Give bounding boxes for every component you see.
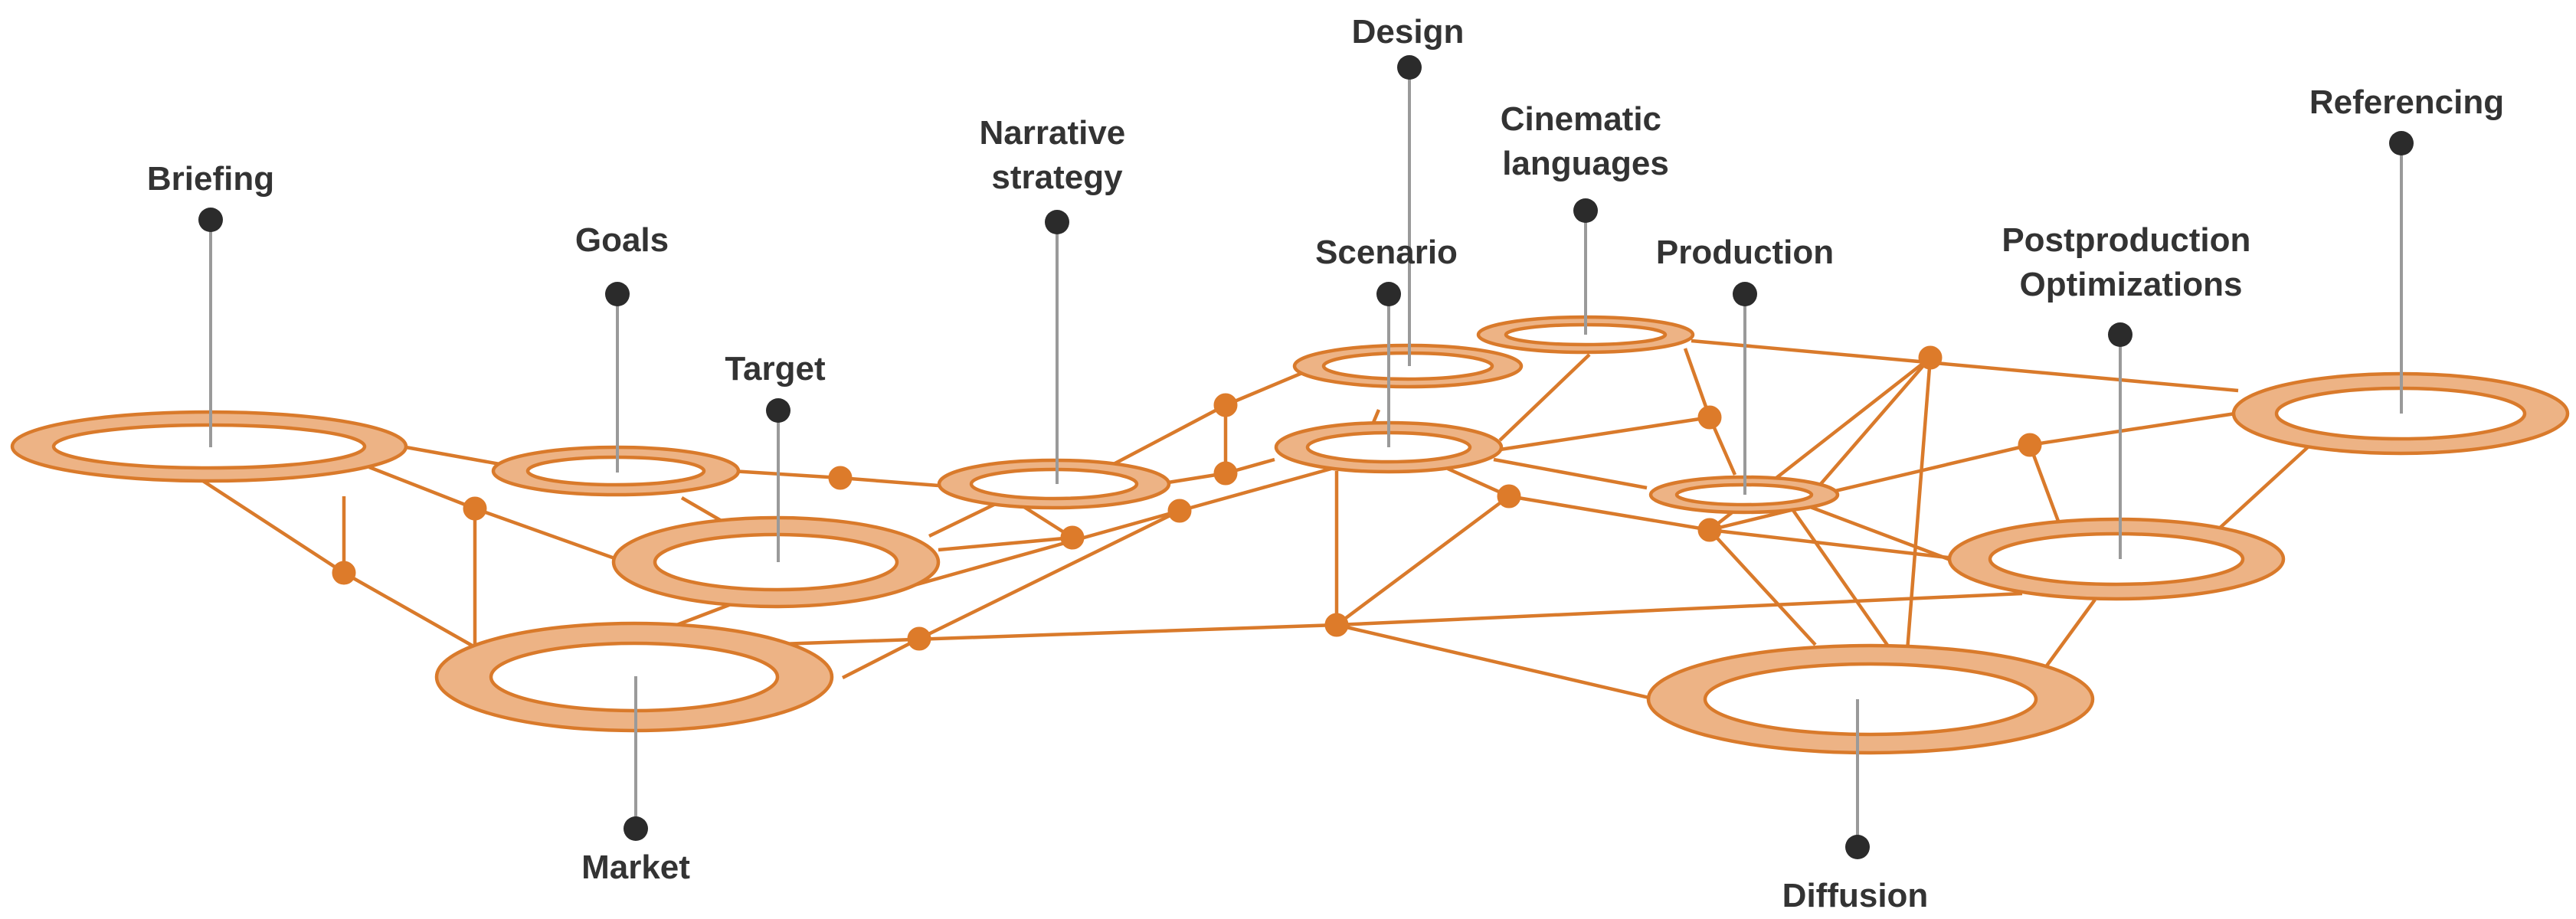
briefing-pin-dot [198,208,223,232]
junction-dot [828,466,853,490]
design-label: Design [1352,13,1465,51]
target-label: Target [725,350,826,388]
junction-dot [463,496,487,521]
edge [841,636,921,680]
junction-dot [907,626,931,651]
diffusion-label: Diffusion [1782,877,1929,914]
edge [1493,457,1648,490]
postproduction-optimizations-label-line-1: Postproduction [2002,221,2250,259]
postproduction-optimizations-label: Postproduction Optimizations [2002,221,2260,303]
edge [1814,356,1932,492]
market-pin-dot [624,816,648,841]
edge [1494,415,1710,453]
market-label: Market [581,849,690,886]
scenario-label-line-1: Scenario [1315,234,1458,271]
edge [368,465,476,511]
edge [1179,466,1332,513]
briefing-label-line-1: Briefing [147,160,274,198]
junction-dot [1167,499,1192,523]
edge [1335,495,1511,626]
edge [2044,598,2096,669]
edge [1805,503,1969,569]
edge [1508,494,1710,532]
pins [198,55,2414,859]
junction-dot [1060,525,1085,550]
edge [1709,528,1962,561]
junction-dot [1918,345,1943,370]
junctions [332,345,2042,651]
production-pin-dot [1733,282,1757,306]
target-ring-hole [653,532,899,592]
diffusion-ring-hole [1703,662,2038,737]
junction-dot [1697,518,1722,542]
goals-label-line-1: Goals [575,221,669,259]
junction-dot [1213,393,1238,417]
narrative-strategy-label: Narrative strategy [979,114,1134,196]
labels: Briefing Goals Target Market Narrative s… [147,13,2504,914]
cinematic-languages-label: Cinematic languages [1501,100,1671,182]
edge [905,509,1180,590]
edge [342,571,476,649]
edge [1683,348,1712,418]
junction-dot [1697,405,1722,430]
cinematic-languages-label-line-2: languages [1502,145,1669,182]
narrative-strategy-label-line-2: strategy [991,159,1123,196]
narrative-strategy-pin-dot [1045,210,1069,234]
design-pin-dot [1397,55,1422,80]
edge [201,479,345,574]
referencing-label: Referencing [2309,83,2504,121]
edge [1708,528,1817,646]
edge [1805,443,2031,500]
edge [1336,591,2023,627]
referencing-pin-dot [2389,131,2414,155]
cinematic-languages-pin-dot [1573,198,1598,223]
diffusion-label-line-1: Diffusion [1782,877,1929,914]
referencing-label-line-1: Referencing [2309,83,2504,121]
scenario-label: Scenario [1315,234,1458,271]
edge [1498,353,1591,442]
postproduction-optimizations-label-line-2: Optimizations [2020,266,2243,303]
narrative-strategy-label-line-1: Narrative [979,114,1125,152]
edge [840,476,939,488]
edge [918,509,1180,641]
edge [1905,357,1933,652]
goals-pin-dot [605,282,630,306]
briefing-label: Briefing [147,160,274,198]
junction-dot [1497,484,1521,509]
diffusion-pin-dot [1845,835,1870,859]
edge [405,445,505,467]
target-pin-dot [766,398,790,423]
edge [1336,623,1663,703]
edge [1691,338,2239,393]
production-label: Production [1656,234,1834,271]
edge [731,469,841,480]
junction-dot [332,561,356,585]
postproduction-pin-dot [2108,322,2132,347]
design-label-line-1: Design [1352,13,1465,51]
postproduction-ring-hole [1988,531,2245,587]
scenario-pin-dot [1376,282,1401,306]
junction-dot [2018,433,2042,457]
cinematic-languages-label-line-1: Cinematic [1501,100,1661,138]
edge [2028,444,2061,524]
junction-dot [1213,461,1238,486]
rings [10,315,2570,755]
edge [1225,371,1303,407]
edge [938,535,1073,552]
edge [779,623,1337,646]
production-label-line-1: Production [1656,234,1834,271]
narrative-strategy-ring-hole [969,467,1139,501]
edge [1109,404,1227,467]
target-label-line-1: Target [725,350,826,388]
edge [2029,411,2236,447]
goals-label: Goals [575,221,669,259]
junction-dot [1324,613,1349,637]
edge [1791,508,1892,651]
market-label-line-1: Market [581,849,690,886]
edge [2216,444,2311,531]
